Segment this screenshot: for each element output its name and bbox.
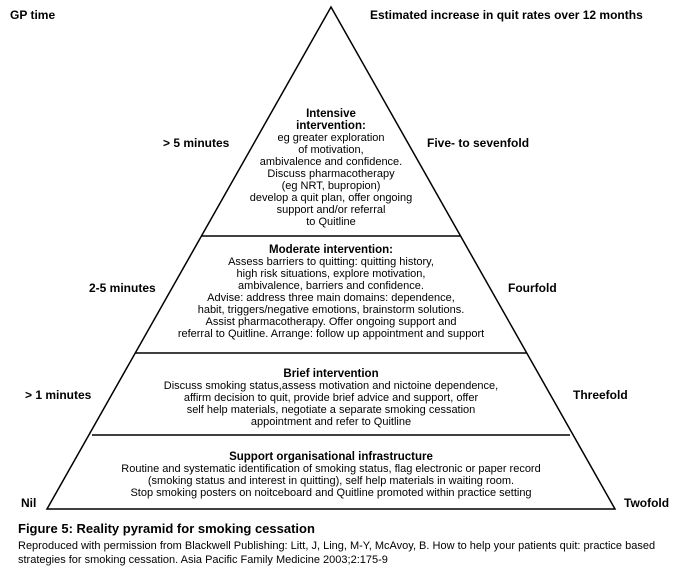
- tier-intensive: Intensive intervention: eg greater explo…: [206, 108, 456, 228]
- figure-caption-title: Figure 5: Reality pyramid for smoking ce…: [18, 521, 315, 536]
- tier-body-line: appointment and refer to Quitline: [250, 416, 412, 428]
- tier-body-line: ambivalence and confidence.: [259, 156, 403, 168]
- tier-title-line: Intensive: [306, 108, 356, 120]
- tier-title-line: Brief intervention: [283, 368, 379, 380]
- gp-time-brief: > 1 minutes: [25, 388, 92, 402]
- quit-increase-moderate: Fourfold: [508, 281, 557, 295]
- tier-body-line: self help materials, negotiate a separat…: [186, 404, 476, 416]
- quit-increase-brief: Threefold: [573, 388, 628, 402]
- tier-body-line: referral to Quitline. Arrange: follow up…: [177, 328, 485, 340]
- tier-body-line: Assist pharmacotherapy. Offer ongoing su…: [205, 316, 457, 328]
- quit-rate-header: Estimated increase in quit rates over 12…: [370, 8, 643, 22]
- tier-body-line: (eg NRT, bupropion): [281, 180, 381, 192]
- tier-body-line: Assess barriers to quitting: quitting hi…: [228, 256, 434, 268]
- tier-body-line: of motivation,: [298, 144, 364, 156]
- tier-body-line: Stop smoking posters on noitceboard and …: [130, 487, 532, 499]
- tier-body-line: high risk situations, explore motivation…: [236, 268, 426, 280]
- pyramid-outline: [45, 5, 617, 510]
- gp-time-support: Nil: [21, 496, 37, 510]
- tier-body-line: habit, triggers/negative emotions, brain…: [197, 304, 465, 316]
- quit-increase-support: Twofold: [624, 496, 670, 510]
- tier-body-line: Advise: address three main domains: depe…: [207, 292, 455, 304]
- quit-increase-intensive: Five- to sevenfold: [427, 136, 530, 150]
- tier-body-line: develop a quit plan, offer ongoing: [249, 192, 413, 204]
- gp-time-header: GP time: [10, 8, 56, 22]
- tier-body-line: affirm decision to quit, provide brief a…: [183, 392, 479, 404]
- tier-body-line: (smoking status and interest in quitting…: [147, 475, 515, 487]
- tier-title-line: Support organisational infrastructure: [229, 451, 433, 463]
- tier-body-line: Discuss pharmacotherapy: [267, 168, 395, 180]
- tier-body-line: to Quitline: [306, 216, 356, 228]
- tier-moderate: Moderate intervention: Assess barriers t…: [131, 244, 531, 340]
- tier-body-line: support and/or referral: [276, 204, 386, 216]
- gp-time-intensive: > 5 minutes: [163, 136, 230, 150]
- tier-body-line: Discuss smoking status,assess motivation…: [163, 380, 499, 392]
- tier-body-line: Routine and systematic identification of…: [121, 463, 541, 475]
- tier-brief: Brief intervention Discuss smoking statu…: [121, 368, 541, 428]
- tier-body-line: eg greater exploration: [277, 132, 385, 144]
- figure-caption-text: Reproduced with permission from Blackwel…: [18, 540, 656, 566]
- gp-time-moderate: 2-5 minutes: [89, 281, 156, 295]
- tier-title-line: Moderate intervention:: [269, 244, 393, 256]
- tier-title-line: intervention:: [296, 120, 366, 132]
- tier-body-line: ambivalence, barriers and confidence.: [238, 280, 424, 292]
- tier-support: Support organisational infrastructure Ro…: [66, 451, 596, 499]
